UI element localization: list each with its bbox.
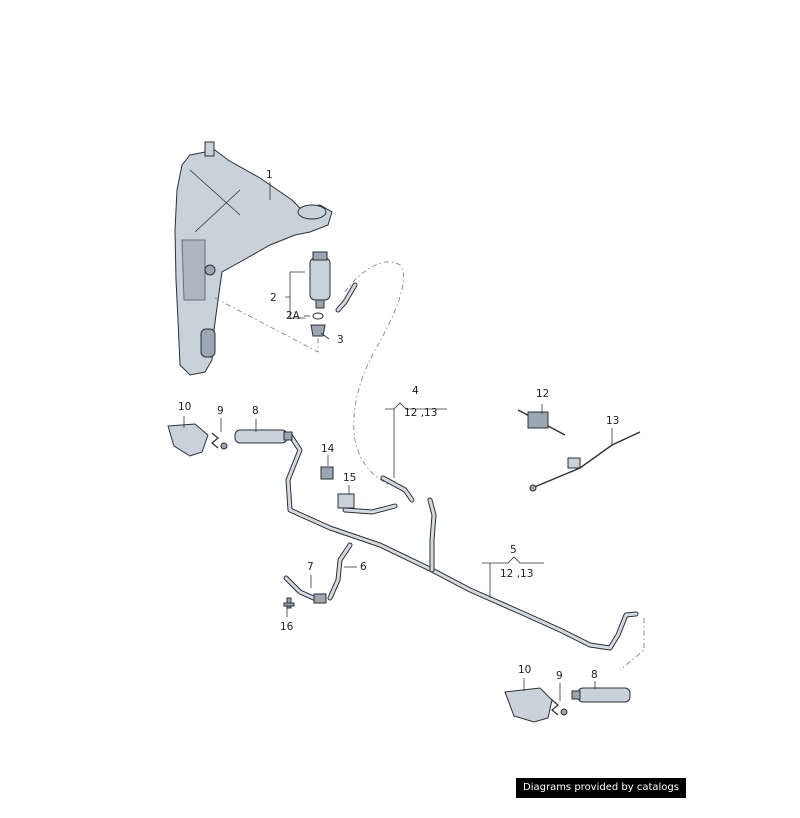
hose-4 <box>380 475 415 503</box>
callout-16: 16 <box>280 621 294 633</box>
callout-13: 13 <box>606 415 619 427</box>
washer-cylinder-8-left <box>234 429 293 444</box>
main-hose <box>285 432 639 651</box>
spring-9-left <box>211 432 228 450</box>
washer-cylinder-8-right <box>571 687 631 703</box>
grommet-14 <box>320 466 334 480</box>
callout-8-right: 8 <box>591 669 598 681</box>
callout-5-sub: 12 ,13 <box>500 568 533 580</box>
callout-4: 4 <box>412 385 419 397</box>
nozzle-cover-10-left <box>167 423 209 457</box>
callout-2: 2 <box>270 292 277 304</box>
routing-line <box>344 261 405 486</box>
callout-10-left: 10 <box>178 401 191 413</box>
callout-7: 7 <box>307 561 314 573</box>
pump-elbow-hose <box>335 282 358 313</box>
hose-6 <box>327 542 353 601</box>
callout-5: 5 <box>510 544 517 556</box>
callout-9-right: 9 <box>556 670 563 682</box>
credit-banner: Diagrams provided by catalogs parts <box>516 778 686 813</box>
seal-2a <box>312 312 324 320</box>
callout-1: 1 <box>266 169 273 181</box>
clip-15 <box>337 493 355 509</box>
callout-14: 14 <box>321 443 335 455</box>
leader-lines <box>183 182 613 701</box>
callout-3: 3 <box>337 334 344 346</box>
cable-tie-12 <box>517 409 566 436</box>
connector-7 <box>283 575 327 604</box>
callout-labels: 1 2 2A 3 4 12 ,13 5 12 ,13 6 7 8 8 9 9 1… <box>178 169 619 682</box>
callout-15: 15 <box>343 472 356 484</box>
washer-reservoir <box>174 141 333 376</box>
spring-9-right <box>551 699 568 716</box>
nozzle-routing-line <box>619 618 645 671</box>
clip-13 <box>529 431 641 492</box>
pump-routing-line <box>214 297 319 353</box>
parts-diagram: 1 2 2A 3 4 12 ,13 5 12 ,13 6 7 8 8 9 9 1… <box>167 141 645 723</box>
callout-12: 12 <box>536 388 549 400</box>
callout-9-left: 9 <box>217 405 224 417</box>
nozzle-cover-10-right <box>504 687 553 723</box>
callout-8-left: 8 <box>252 405 259 417</box>
callout-10-right: 10 <box>518 664 531 676</box>
callout-6: 6 <box>360 561 367 573</box>
callout-4-sub: 12 ,13 <box>404 407 437 419</box>
washer-pump <box>309 251 331 309</box>
bolt-16 <box>283 597 295 609</box>
callout-2a: 2A <box>286 310 301 322</box>
